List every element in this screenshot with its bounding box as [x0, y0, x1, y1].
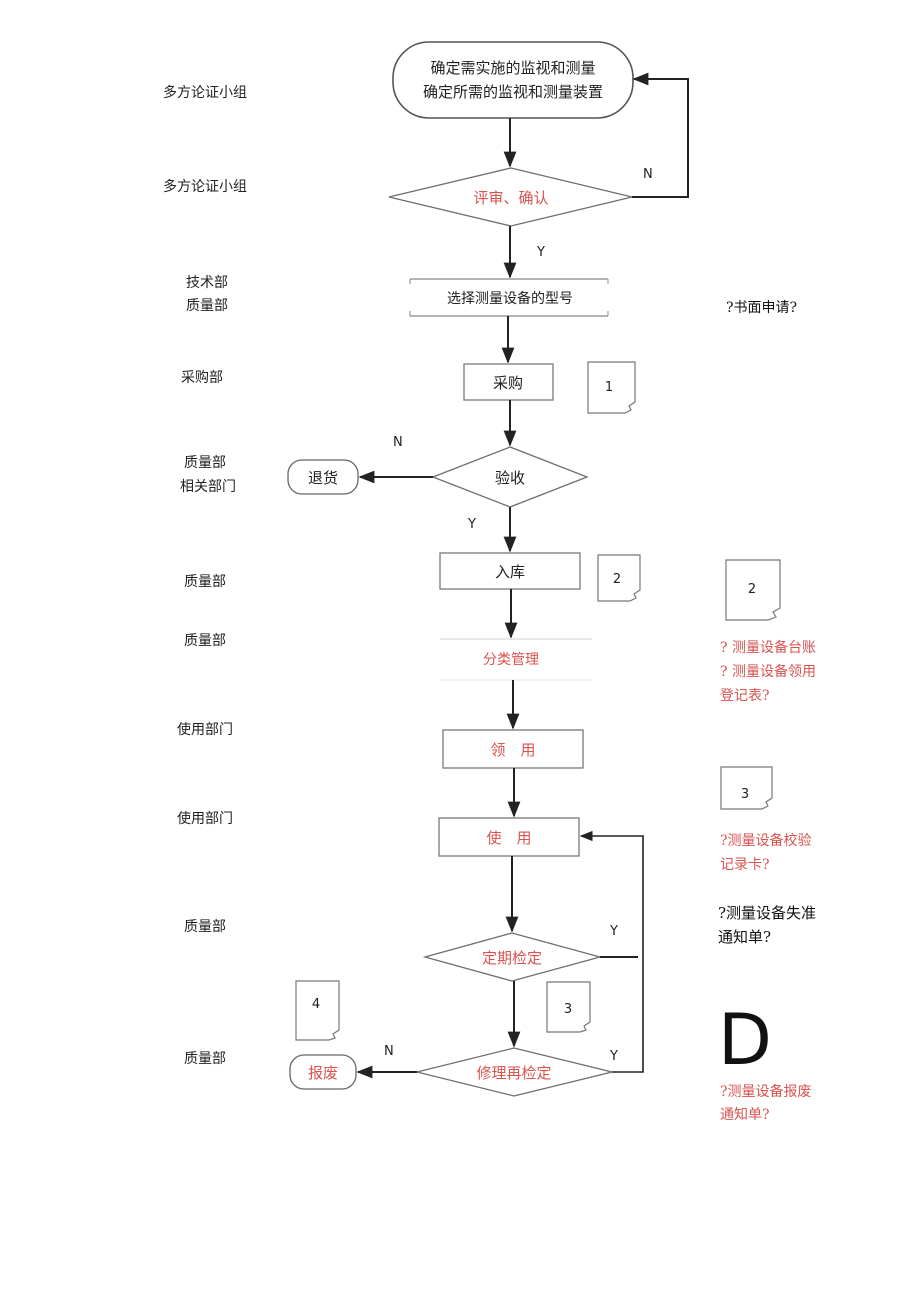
- doc-icon-4: 4: [295, 980, 340, 1041]
- start-line2: 确定所需的监视和测量装置: [423, 83, 603, 101]
- repair-label: 修理再检定: [476, 1064, 551, 1082]
- return-label: 退货: [308, 469, 338, 487]
- review-decision: 评审、确认: [388, 167, 633, 227]
- svg-text:2: 2: [748, 582, 756, 597]
- doc-icon-3: 3: [546, 981, 591, 1033]
- dept-label: 质量部: [184, 1051, 226, 1067]
- classify-label: 分类管理: [483, 652, 539, 668]
- doc-icon-1: 1: [587, 361, 636, 414]
- dept-label: 多方论证小组: [163, 85, 247, 101]
- store-box: 入库: [439, 552, 581, 590]
- dept-label: 质量部: [184, 574, 226, 590]
- connectors: [356, 72, 689, 1079]
- note-inaccuracy-line1: ?测量设备失准: [718, 904, 817, 922]
- scrap-terminator: 报废: [289, 1054, 357, 1090]
- repair-yes-label: Y: [609, 1049, 618, 1064]
- edge-labels: N Y N Y Y N Y: [384, 167, 653, 1064]
- note-inaccuracy-line2: 通知单?: [718, 928, 772, 946]
- arrow-repair-yes-loop: [579, 830, 644, 1073]
- svg-text:1: 1: [605, 380, 613, 395]
- start-terminator: 确定需实施的监视和测量 确定所需的监视和测量装置: [392, 41, 634, 119]
- dept-label: 技术部: [186, 275, 228, 291]
- dept-label: 质量部: [184, 919, 226, 935]
- svg-text:3: 3: [741, 787, 749, 802]
- note-scrap-line2: 通知单?: [720, 1107, 770, 1123]
- use-label: 使 用: [486, 829, 531, 847]
- periodic-decision: 定期检定: [422, 932, 603, 982]
- svg-text:3: 3: [564, 1002, 572, 1017]
- accept-decision: 验收: [431, 446, 589, 508]
- doc-icon-2-right: 2: [725, 559, 781, 621]
- classify-box: 分类管理: [440, 638, 592, 681]
- dept-label: 使用部门: [177, 722, 233, 738]
- select-model-label: 选择测量设备的型号: [447, 290, 573, 307]
- dept-label: 多方论证小组: [163, 179, 247, 195]
- note-ledger-line2: ? 测量设备领用: [720, 664, 816, 680]
- dept-label: 采购部: [181, 370, 223, 386]
- doc-icon-2: 2: [597, 554, 641, 602]
- review-label: 评审、确认: [473, 189, 548, 207]
- arrow-review-no-loop: [632, 72, 689, 198]
- svg-text:4: 4: [312, 997, 320, 1012]
- note-calibration-line2: 记录卡?: [720, 857, 770, 873]
- periodic-label: 定期检定: [482, 949, 542, 967]
- repair-decision: 修理再检定: [416, 1047, 613, 1097]
- note-ledger-line1: ? 测量设备台账: [720, 640, 816, 656]
- big-letter-d: D: [718, 999, 772, 1081]
- use-box: 使 用: [438, 817, 580, 857]
- periodic-yes-label: Y: [609, 924, 618, 939]
- start-line1: 确定需实施的监视和测量: [430, 59, 595, 77]
- note-calibration-line1: ?测量设备校验: [720, 833, 812, 849]
- receive-label: 领 用: [490, 741, 535, 759]
- review-yes-label: Y: [536, 245, 545, 260]
- dept-label: 使用部门: [177, 811, 233, 827]
- dept-label: 质量部: [184, 455, 226, 471]
- repair-no-label: N: [384, 1044, 394, 1059]
- scrap-label: 报废: [308, 1064, 338, 1082]
- accept-yes-label: Y: [467, 517, 476, 532]
- dept-label: 质量部: [186, 298, 228, 314]
- purchase-label: 采购: [493, 374, 523, 392]
- dept-label: 质量部: [184, 633, 226, 649]
- accept-no-label: N: [393, 435, 403, 450]
- dept-label: 相关部门: [180, 479, 236, 495]
- purchase-box: 采购: [463, 363, 554, 401]
- select-model-box: 选择测量设备的型号: [409, 278, 609, 317]
- svg-text:2: 2: [613, 572, 621, 587]
- note-written-request: ?书面申请?: [726, 300, 798, 316]
- review-no-label: N: [643, 167, 653, 182]
- accept-label: 验收: [495, 469, 525, 487]
- note-scrap-line1: ?测量设备报废: [720, 1084, 812, 1100]
- doc-icons: 1 2 2 3 3 4: [295, 361, 781, 1041]
- doc-icon-3-right: 3: [720, 766, 773, 810]
- return-terminator: 退货: [287, 459, 359, 495]
- receive-box: 领 用: [442, 729, 584, 769]
- note-ledger-line3: 登记表?: [720, 688, 770, 704]
- store-label: 入库: [495, 563, 525, 581]
